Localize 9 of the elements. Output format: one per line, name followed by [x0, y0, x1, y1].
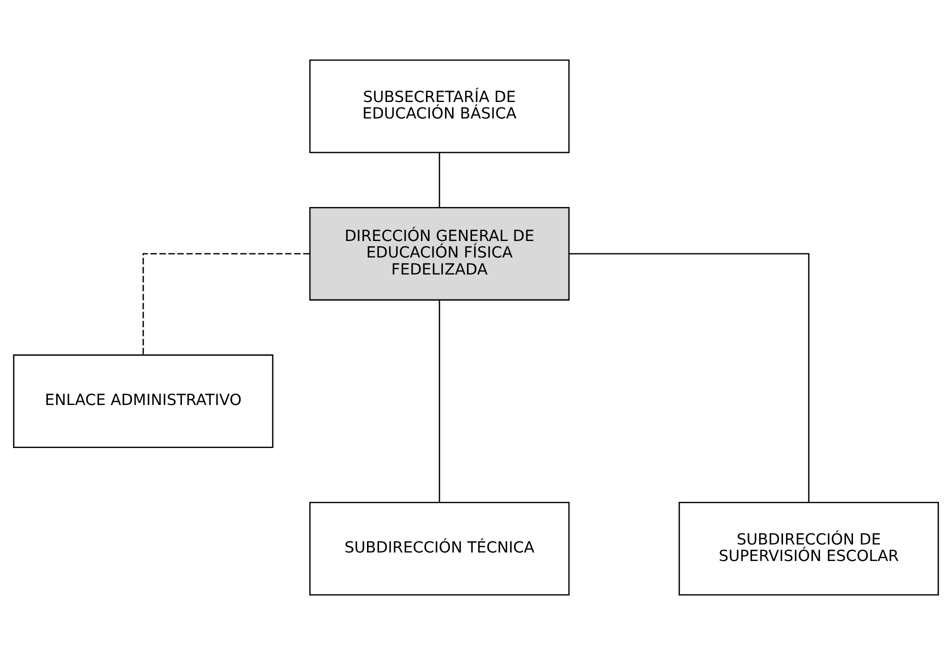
node-box: ENLACE ADMINISTRATIVO — [13, 354, 274, 448]
connector — [142, 252, 310, 354]
node-box: SUBDIRECCIÓN DE SUPERVISIÓN ESCOLAR — [678, 501, 939, 595]
node-box: DIRECCIÓN GENERAL DE EDUCACIÓN FÍSICA FEDELIZADA — [309, 206, 570, 300]
connector — [569, 252, 810, 502]
node-box: SUBDIRECCIÓN TÉCNICA — [309, 501, 570, 595]
connector — [438, 300, 440, 502]
connector — [438, 152, 440, 207]
node-box: SUBSECRETARÍA DE EDUCACIÓN BÁSICA — [309, 59, 570, 153]
